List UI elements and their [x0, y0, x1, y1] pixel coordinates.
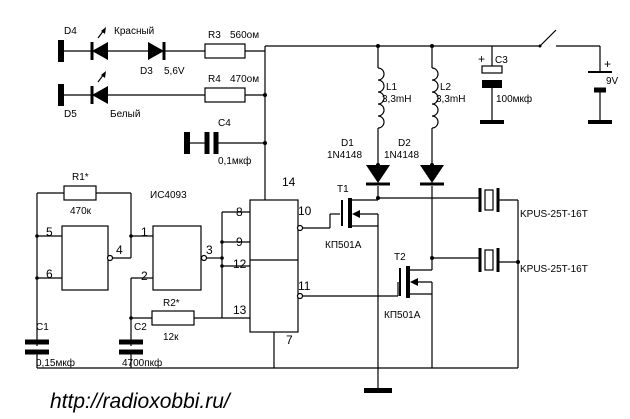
- site-url[interactable]: http://radioxobbi.ru/: [50, 390, 232, 413]
- capacitor-c1: C1 0,15мкф: [25, 322, 75, 369]
- r4-label: R4: [208, 74, 221, 85]
- d1-type: 1N4148: [327, 150, 362, 161]
- piezo-2: KPUS-25T-16T: [478, 248, 588, 275]
- pin6-label: 6: [46, 267, 53, 281]
- c4-value: 0,1мкф: [218, 155, 251, 167]
- r1-value: 470к: [70, 206, 92, 217]
- d2-type: 1N4148: [384, 150, 419, 161]
- pin10-label: 10: [298, 204, 312, 218]
- ic-label: ИС4093: [150, 190, 187, 201]
- pin14-label: 14: [282, 175, 296, 189]
- d4-color-label: Красный: [114, 26, 154, 37]
- d5-label: D5: [64, 109, 77, 120]
- diode-d2: D2 1N4148: [384, 138, 444, 186]
- l1-value: 3,3mH: [382, 94, 411, 105]
- c1-label: C1: [36, 322, 49, 333]
- resistor-r1: R1* 470к: [63, 172, 97, 217]
- pin5-label: 5: [46, 225, 53, 239]
- r3-value: 560ом: [230, 30, 259, 41]
- r2-value: 12к: [163, 332, 179, 343]
- t2-type: КП501А: [384, 310, 421, 321]
- diode-d1: D1 1N4148: [327, 138, 390, 186]
- mosfet-t1: T1 КП501А: [296, 184, 379, 368]
- capacitor-c4: C4 0,1мкф: [184, 118, 267, 167]
- t1-label: T1: [337, 184, 349, 195]
- c2-value: 4700пкф: [122, 357, 162, 369]
- d3-voltage: 5,6V: [164, 66, 185, 77]
- mosfet-t2: T2 КП501А: [296, 252, 433, 368]
- ic-wiring: [35, 192, 519, 369]
- pin2-label: 2: [141, 269, 148, 283]
- piezo-1: KPUS-25T-16T: [478, 188, 588, 220]
- pin4-label: 4: [116, 243, 123, 257]
- r2-label: R2*: [163, 298, 180, 309]
- ic-gate-left: 5 6 4: [46, 225, 123, 291]
- ic-gate-middle: 1 2 3 ИС4093: [141, 190, 213, 291]
- battery: + 9V: [588, 57, 619, 124]
- d1-label: D1: [341, 138, 354, 149]
- c2-label: C2: [134, 322, 147, 333]
- led-d4: D4 Красный: [58, 26, 154, 62]
- piezo1-label: KPUS-25T-16T: [520, 209, 588, 220]
- piezo2-label: KPUS-25T-16T: [520, 264, 588, 275]
- pin11-label: 11: [298, 279, 311, 293]
- pin7-label: 7: [286, 333, 293, 347]
- c3-plus-label: +: [478, 52, 485, 66]
- resistor-r3: R3 560ом: [204, 30, 265, 59]
- pin13-label: 13: [233, 303, 247, 317]
- pin3-label: 3: [206, 243, 213, 257]
- d5-color-label: Белый: [110, 109, 140, 120]
- capacitor-c3: + C3 100мкф: [478, 52, 532, 124]
- pin1-label: 1: [141, 225, 148, 239]
- r4-value: 470ом: [230, 74, 259, 85]
- d3-label: D3: [140, 66, 153, 77]
- d2-label: D2: [398, 138, 411, 149]
- c1-value: 0,15мкф: [36, 357, 75, 369]
- zener-d3: D3 5,6V: [140, 42, 205, 77]
- d4-label: D4: [64, 26, 77, 37]
- pin12-label: 12: [233, 257, 247, 271]
- c3-value: 100мкф: [496, 93, 532, 105]
- t2-label: T2: [394, 252, 406, 263]
- t1-type: КП501А: [325, 240, 362, 251]
- drain-wiring: [376, 186, 520, 270]
- led-d5: D5 Белый: [58, 71, 205, 120]
- r1-label: R1*: [72, 172, 89, 183]
- c3-label: C3: [495, 55, 508, 66]
- inductor-l2: L2 3,3mH: [430, 44, 465, 165]
- r3-label: R3: [208, 30, 221, 41]
- power-rail: [264, 45, 601, 200]
- power-switch: [538, 29, 557, 48]
- battery-plus-label: +: [604, 57, 611, 71]
- c4-label: C4: [218, 118, 231, 129]
- l2-label: L2: [440, 82, 452, 93]
- capacitor-c2: C2 4700пкф: [119, 322, 162, 369]
- inductor-l1: L1 3,3mH: [376, 44, 411, 165]
- l2-value: 3,3mH: [436, 94, 465, 105]
- battery-voltage-label: 9V: [606, 76, 619, 87]
- resistor-r2: R2* 12к: [151, 298, 195, 343]
- ground-symbol: [364, 368, 392, 393]
- ic-chip-right: 14 8 9 12 13 10 11 7: [233, 175, 312, 347]
- resistor-r4: R4 470ом: [204, 74, 267, 103]
- l1-label: L1: [386, 82, 398, 93]
